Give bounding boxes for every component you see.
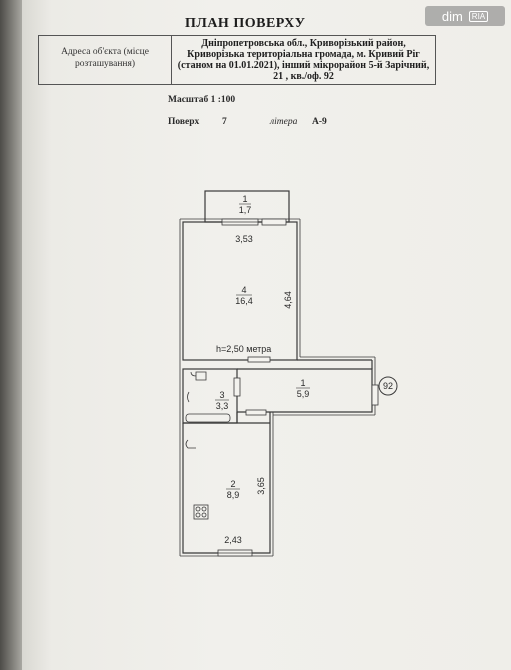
apartment-number: 92: [383, 381, 393, 391]
watermark-brand: dim: [441, 8, 463, 24]
dimension-room-4-length: 4,64: [283, 291, 293, 309]
room-3-area: 3,3: [216, 401, 229, 411]
scale-label: Масштаб 1 :100: [168, 95, 236, 105]
corridor-number: 1: [300, 378, 305, 388]
address-label: Адреса об'єкта (місце розташування): [39, 36, 172, 84]
dimension-room-4-width: 3,53: [235, 234, 253, 244]
letter-label: літера: [270, 117, 298, 127]
room-4-number: 4: [241, 285, 246, 295]
plan-walls: [179, 190, 376, 557]
doors: [233, 218, 287, 416]
room-2-area: 8,9: [227, 490, 240, 500]
room-labels: 1 1,7 4 16,4 3 3,3 1 5,9 2 8,9: [215, 194, 310, 500]
room-3-number: 3: [219, 390, 224, 400]
room-2-door: [245, 409, 267, 416]
apartment-number-circle: [378, 376, 398, 396]
watermark-logo: RIA: [468, 10, 489, 22]
fixtures: [185, 371, 231, 520]
room-4-door: [247, 356, 271, 363]
room-2-number: 2: [230, 479, 235, 489]
toilet-icon: [190, 371, 207, 381]
address-table: Адреса об'єкта (місце розташування) Дніп…: [38, 35, 436, 85]
windows: [217, 218, 379, 557]
kitchen-sink-icon: [185, 439, 196, 449]
corridor-area: 5,9: [297, 389, 310, 399]
sink-icon: [187, 391, 190, 403]
letter-value: А-9: [312, 117, 327, 127]
book-spine: [0, 0, 22, 670]
window-corridor: [371, 384, 379, 406]
room-1-balcony-area: 1,7: [239, 205, 252, 215]
ceiling-height-note: h=2,50 метра: [216, 344, 271, 354]
address-value: Дніпропетровська обл., Криворізький райо…: [177, 38, 430, 82]
stove-icon: [193, 504, 209, 520]
page-title: ПЛАН ПОВЕРХУ: [185, 16, 306, 31]
room-4-area: 16,4: [235, 296, 253, 306]
balcony-door: [261, 218, 287, 226]
document-page: [22, 0, 511, 670]
floor-label: Поверх: [168, 117, 200, 127]
bathroom-door: [233, 377, 241, 397]
bathtub-icon: [185, 413, 231, 423]
dim-ria-watermark: dim RIA: [425, 6, 505, 26]
floor-value: 7: [222, 117, 227, 127]
room-1-balcony-number: 1: [242, 194, 247, 204]
dimension-room-2-width: 2,43: [224, 535, 242, 545]
dimension-room-2-length: 3,65: [256, 477, 266, 495]
